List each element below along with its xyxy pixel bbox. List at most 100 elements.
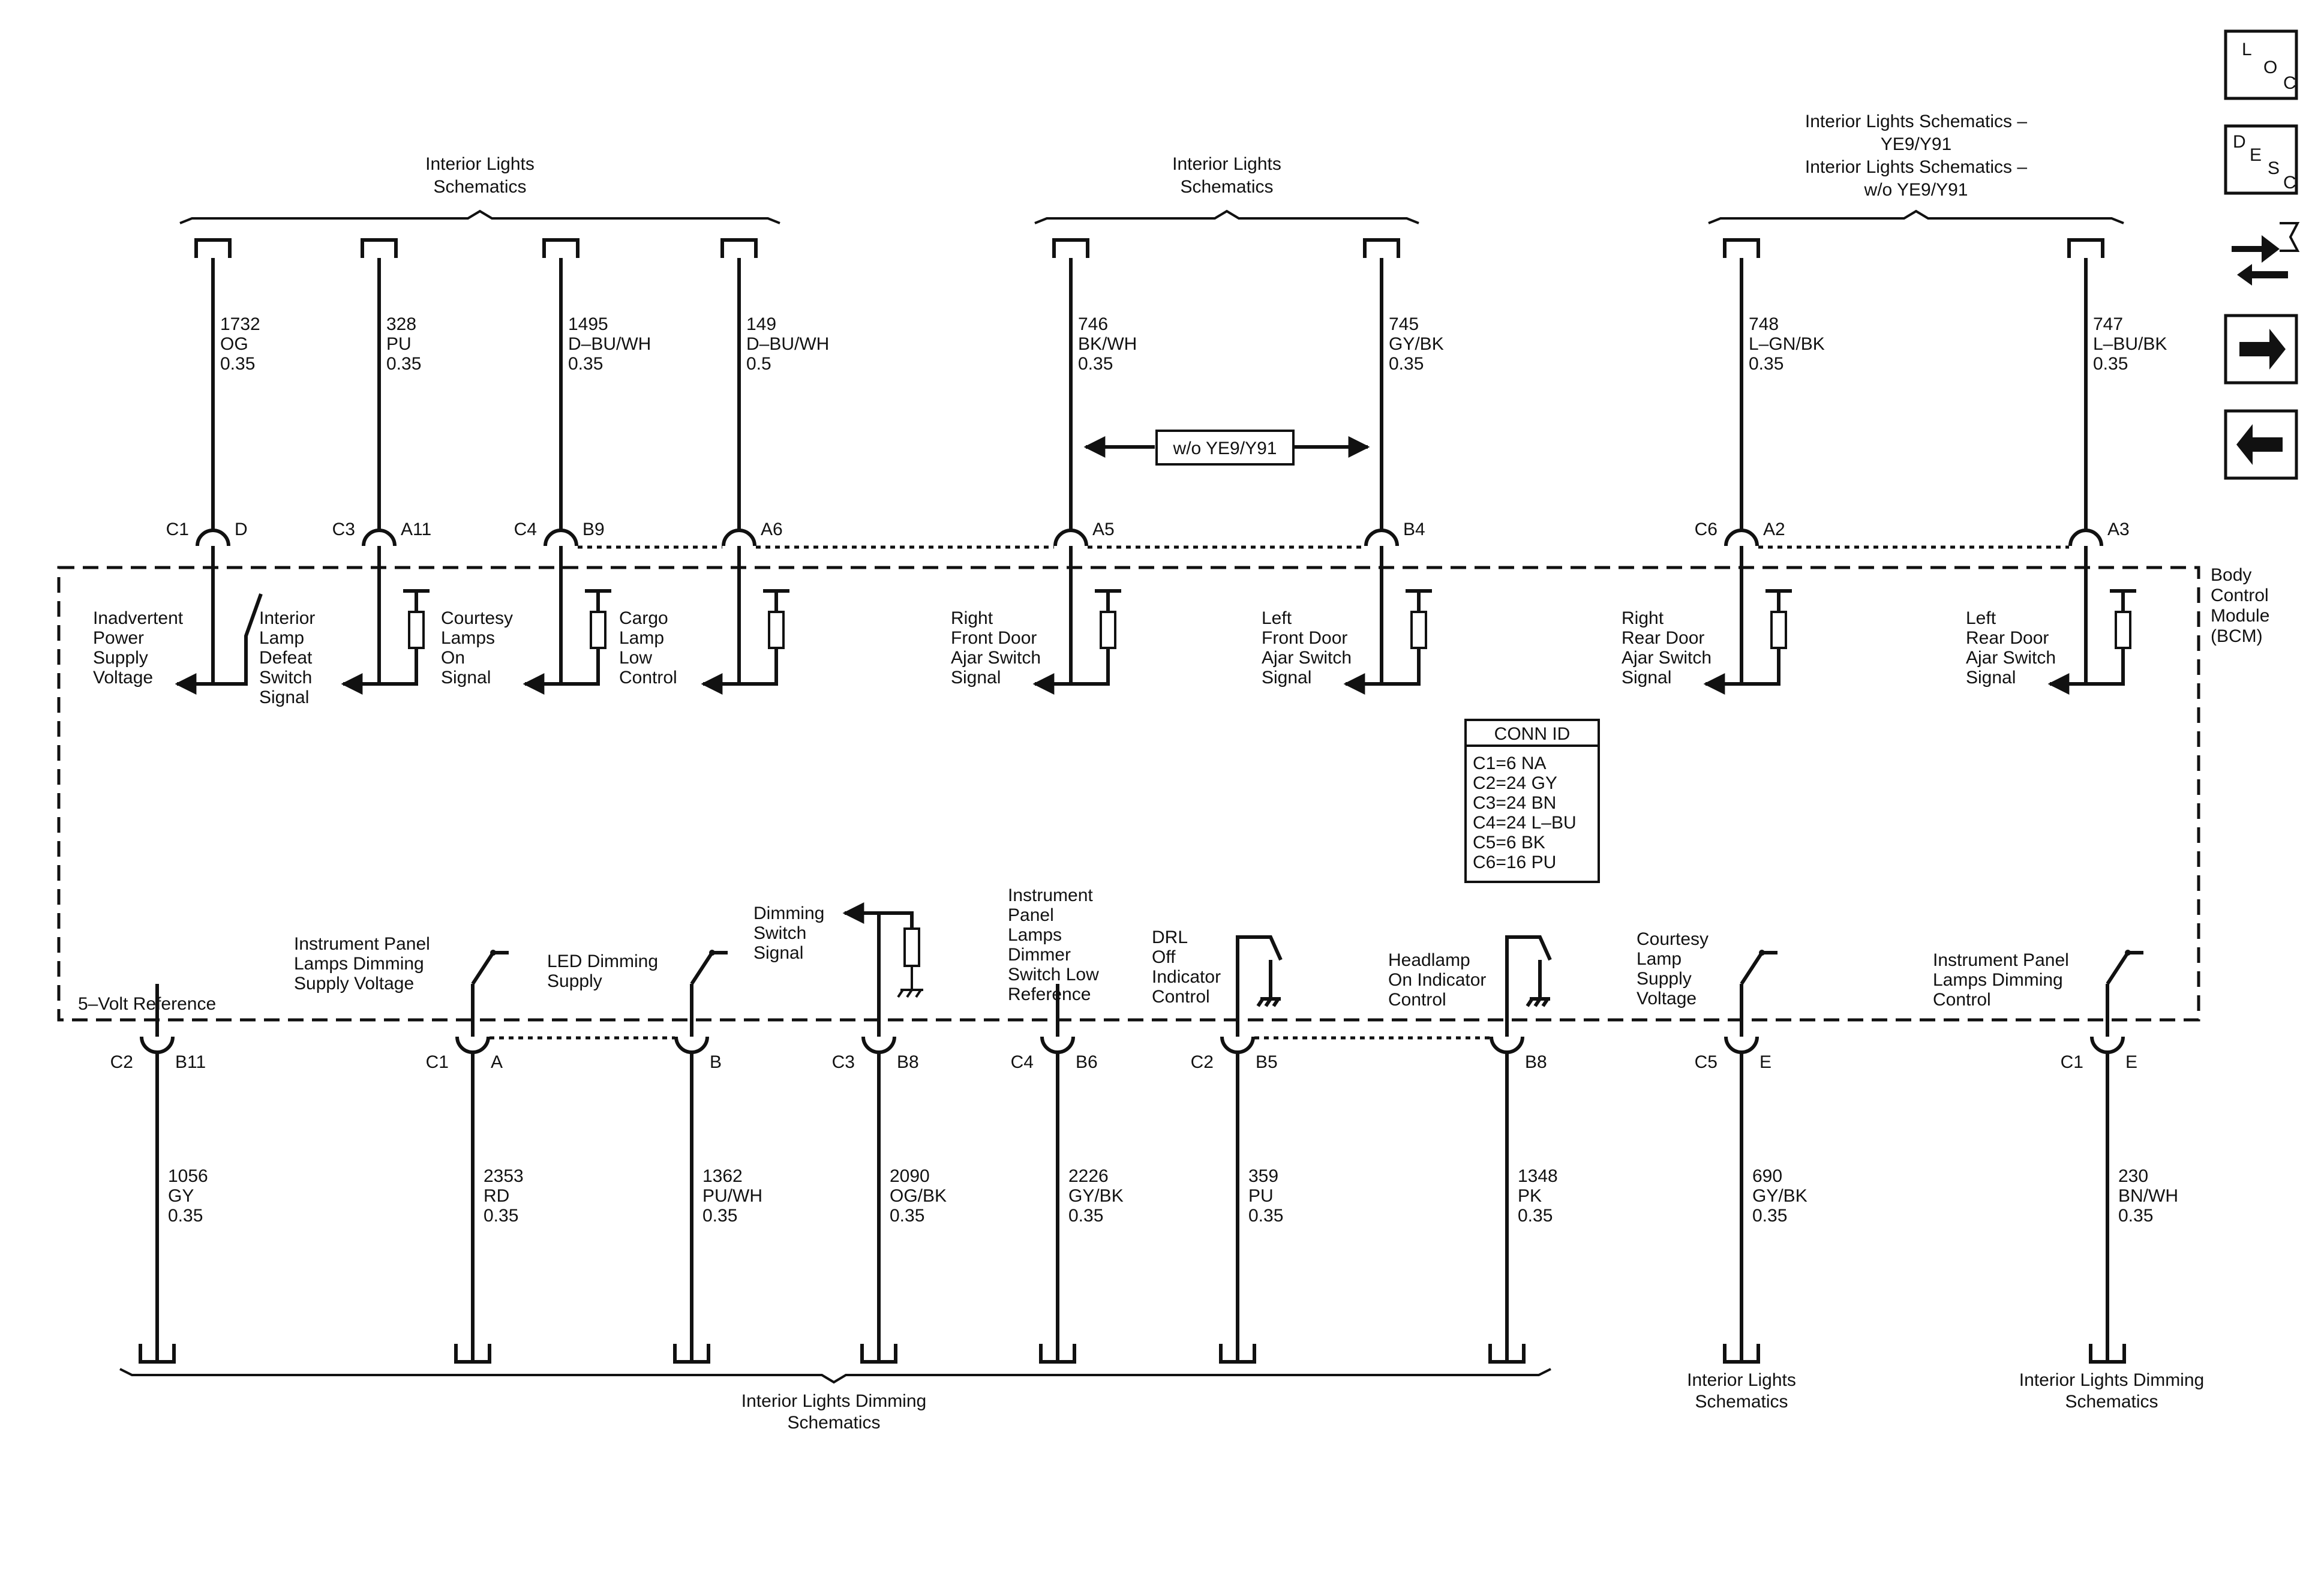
connector-swap-icon[interactable] bbox=[2232, 222, 2300, 286]
pin-id: B5 bbox=[1256, 1052, 1278, 1072]
signal-function: Lamp bbox=[259, 628, 304, 648]
conn-id-row: C5=6 BK bbox=[1473, 833, 1545, 852]
wire-color: PU bbox=[386, 334, 412, 354]
voltage-source-symbol bbox=[1095, 589, 1121, 612]
signal-function: 5–Volt Reference bbox=[78, 994, 216, 1014]
switch-symbol bbox=[213, 593, 263, 686]
circuit-number: 2226 bbox=[1068, 1166, 1109, 1186]
wire-color: D–BU/WH bbox=[746, 334, 829, 354]
signal-function: Dimmer bbox=[1008, 945, 1071, 965]
harness-terminal bbox=[194, 238, 232, 258]
circuit-number: 359 bbox=[1248, 1166, 1278, 1186]
wire-gauge: 0.35 bbox=[1752, 1206, 1787, 1226]
connector-id: C1 bbox=[2061, 1052, 2083, 1072]
voltage-source-symbol bbox=[763, 589, 789, 612]
signal-function: Rear Door bbox=[1966, 628, 2049, 648]
harness-group-label: w/o YE9/Y91 bbox=[1864, 180, 1968, 200]
pin-id: B8 bbox=[897, 1052, 919, 1072]
loc-button[interactable]: LOC bbox=[2224, 29, 2298, 100]
signal-function: Rear Door bbox=[1622, 628, 1704, 648]
circuit-number: 1056 bbox=[168, 1166, 208, 1186]
pin-id: D bbox=[235, 520, 248, 539]
harness-terminal bbox=[1052, 238, 1089, 258]
conn-id-row: C2=24 GY bbox=[1473, 773, 1557, 793]
signal-function: Right bbox=[1622, 608, 1664, 628]
circuit-number: 746 bbox=[1078, 314, 1108, 334]
pullup-wire bbox=[1742, 648, 1780, 686]
signal-function: Control bbox=[619, 668, 677, 688]
signal-function: Instrument bbox=[1008, 885, 1093, 905]
pin-id: A3 bbox=[2107, 520, 2130, 539]
wire-color: GY/BK bbox=[1068, 1186, 1124, 1206]
signal-function: Defeat bbox=[259, 648, 313, 668]
signal-function: Signal bbox=[1262, 668, 1311, 688]
signal-function: Power bbox=[93, 628, 144, 648]
switch-symbol bbox=[690, 951, 714, 985]
circuit-number: 230 bbox=[2118, 1166, 2148, 1186]
pullup-wire bbox=[2086, 648, 2125, 686]
signal-function: Lamps bbox=[441, 628, 495, 648]
ground-symbol bbox=[897, 966, 923, 998]
harness-group-label: Interior Lights Dimming bbox=[741, 1391, 926, 1411]
harness-terminal bbox=[2067, 238, 2104, 258]
connector-symbol bbox=[1364, 529, 1399, 547]
circuit-number: 745 bbox=[1389, 314, 1419, 334]
signal-function: LED Dimming bbox=[547, 951, 658, 971]
wire-gauge: 0.35 bbox=[568, 354, 603, 374]
wire-color: D–BU/WH bbox=[568, 334, 651, 354]
module-name: Control bbox=[2211, 586, 2269, 605]
harness-group-label: Interior Lights Schematics – bbox=[1805, 112, 2027, 131]
connector-symbol bbox=[196, 529, 230, 547]
bcm-boundary bbox=[57, 566, 2200, 1022]
signal-function: On Indicator bbox=[1388, 970, 1486, 990]
wire-gauge: 0.35 bbox=[484, 1206, 518, 1226]
connector-id: C3 bbox=[332, 520, 355, 539]
wire-gauge: 0.35 bbox=[2093, 354, 2128, 374]
harness-group-label: Schematics bbox=[2065, 1392, 2158, 1412]
driver-symbol bbox=[1505, 935, 1552, 1007]
voltage-source-symbol bbox=[2110, 589, 2136, 612]
signal-function: Indicator bbox=[1152, 967, 1221, 987]
harness-terminal bbox=[361, 238, 398, 258]
arrow-right-icon bbox=[2239, 329, 2286, 370]
harness-group-label: YE9/Y91 bbox=[1881, 134, 1951, 154]
wire-gauge: 0.35 bbox=[1248, 1206, 1283, 1226]
wire-gauge: 0.35 bbox=[1518, 1206, 1553, 1226]
harness-terminal bbox=[720, 238, 758, 258]
signal-function: Ajar Switch bbox=[1966, 648, 2056, 668]
wire-gauge: 0.35 bbox=[386, 354, 421, 374]
connector-id: C2 bbox=[110, 1052, 133, 1072]
pin-id: B9 bbox=[582, 520, 605, 539]
connector-symbol bbox=[362, 529, 397, 547]
signal-function: Front Door bbox=[1262, 628, 1347, 648]
signal-function: Ajar Switch bbox=[1262, 648, 1352, 668]
pullup-wire bbox=[1382, 648, 1421, 686]
circuit-number: 748 bbox=[1749, 314, 1779, 334]
signal-function: Supply Voltage bbox=[294, 974, 414, 993]
harness-group-label: Interior Lights bbox=[1172, 154, 1281, 174]
circuit-number: 747 bbox=[2093, 314, 2123, 334]
conn-id-table bbox=[1464, 719, 1600, 883]
signal-function: Switch bbox=[259, 668, 312, 688]
signal-function: Reference bbox=[1008, 984, 1091, 1004]
circuit-number: 1732 bbox=[220, 314, 260, 334]
wire-color: GY/BK bbox=[1752, 1186, 1807, 1206]
prev-button[interactable] bbox=[2224, 409, 2298, 480]
harness-terminal bbox=[1219, 1344, 1256, 1364]
harness-terminal bbox=[673, 1344, 710, 1364]
signal-function: Signal bbox=[1622, 668, 1671, 688]
connector-id: C4 bbox=[1011, 1052, 1034, 1072]
harness-terminal bbox=[1488, 1344, 1526, 1364]
connector-id: C1 bbox=[166, 520, 189, 539]
wire-gauge: 0.35 bbox=[2118, 1206, 2153, 1226]
pin-id: A11 bbox=[401, 520, 431, 539]
conn-id-row: C4=24 L–BU bbox=[1473, 813, 1577, 833]
next-button[interactable] bbox=[2224, 314, 2298, 385]
wire-gauge: 0.35 bbox=[1389, 354, 1424, 374]
wire-gauge: 0.35 bbox=[1078, 354, 1113, 374]
signal-function: Switch bbox=[753, 923, 806, 943]
signal-function: DRL bbox=[1152, 927, 1188, 947]
